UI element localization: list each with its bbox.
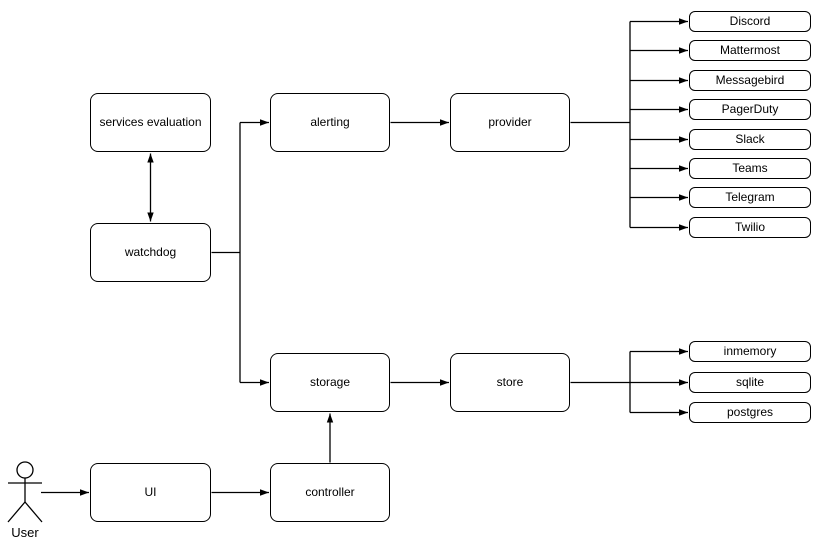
node-provider-telegram: Telegram (689, 187, 811, 208)
node-provider-discord: Discord (689, 11, 811, 32)
node-store-inmemory: inmemory (689, 341, 811, 362)
node-provider: provider (450, 93, 570, 152)
node-alerting: alerting (270, 93, 390, 152)
node-provider-twilio: Twilio (689, 217, 811, 238)
node-store-postgres: postgres (689, 402, 811, 423)
node-provider-slack: Slack (689, 129, 811, 150)
node-store: store (450, 353, 570, 412)
node-controller: controller (270, 463, 390, 522)
actor-label-user: User (11, 525, 39, 540)
node-provider-mattermost: Mattermost (689, 40, 811, 61)
node-services-evaluation: services evaluation (90, 93, 211, 152)
node-provider-pagerduty: PagerDuty (689, 99, 811, 120)
node-storage: storage (270, 353, 390, 412)
node-store-sqlite: sqlite (689, 372, 811, 393)
node-provider-teams: Teams (689, 158, 811, 179)
user-actor-icon (7, 461, 43, 523)
node-watchdog: watchdog (90, 223, 211, 282)
node-provider-messagebird: Messagebird (689, 70, 811, 91)
node-ui: UI (90, 463, 211, 522)
